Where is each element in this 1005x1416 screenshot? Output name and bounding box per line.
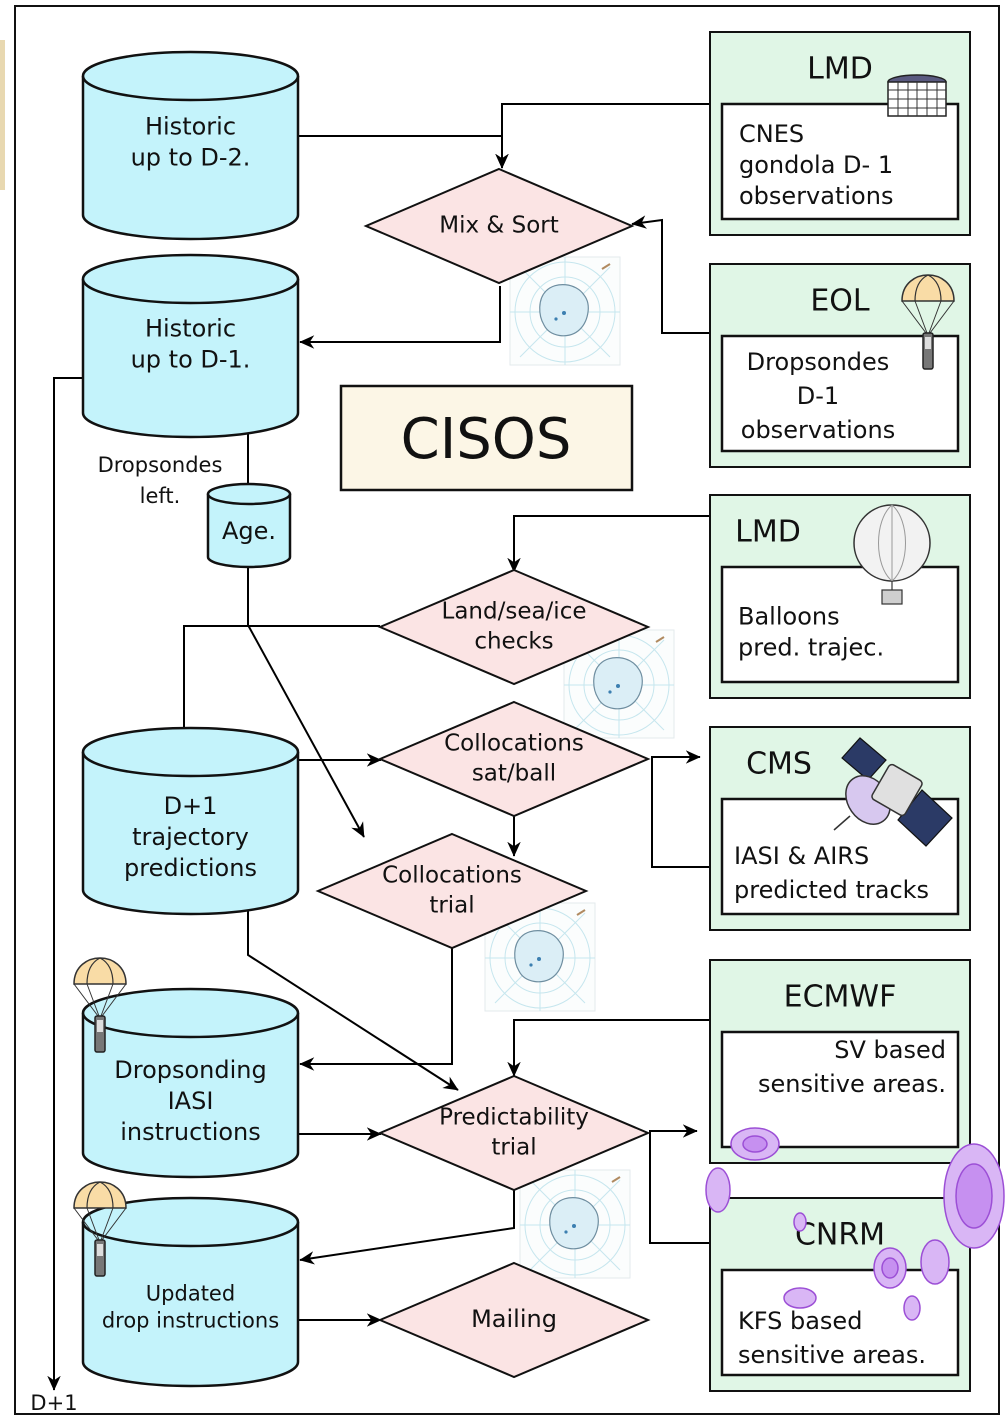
d-plus-1-label: D+1 <box>30 1391 77 1415</box>
connectors <box>47 103 710 1391</box>
gondola-icon <box>887 74 947 117</box>
source-lmd-balloons-text-line-1: Balloons <box>738 603 840 631</box>
antarctica-map-icon <box>519 1169 631 1279</box>
database-historic-d1-label-line-1: Historic <box>145 315 236 343</box>
decision-coll-sat-ball-label-line-2: sat/ball <box>472 761 556 787</box>
database-dropsonding-label-line-2: IASI <box>168 1087 214 1115</box>
decision-land-sea-ice-label-line-2: checks <box>474 629 553 655</box>
database-historic-d1: Historic up to D-1. <box>81 253 300 439</box>
database-updated-label-line-2: drop instructions <box>102 1309 279 1333</box>
decision-mix-sort-label-line-1: Mix & Sort <box>439 213 559 239</box>
database-updated-label-line-1: Updated <box>146 1282 235 1306</box>
source-lmd-cnes-text-line-3: observations <box>739 182 893 210</box>
source-ecmwf-text-line-2: sensitive areas. <box>758 1070 946 1098</box>
database-trajectory: D+1 trajectory predictions <box>81 726 300 916</box>
title-text: CISOS <box>401 407 572 472</box>
database-historic-d1-label-line-2: up to D-1. <box>131 346 251 374</box>
database-historic-d2-label-line-1: Historic <box>145 113 236 141</box>
source-cnrm-text-line-1: KFS based <box>738 1307 862 1335</box>
source-cms-text-line-2: predicted tracks <box>734 876 929 904</box>
database-trajectory-label-line-2: trajectory <box>132 823 249 851</box>
source-eol-header: EOL <box>810 284 870 319</box>
dropsondes-left-label-1: Dropsondes <box>98 453 223 477</box>
source-cnrm-header: CNRM <box>795 1218 885 1253</box>
source-lmd-cnes: LMD CNES gondola D- 1 observations <box>709 31 971 236</box>
dropsondes-left-label-2: left. <box>140 484 181 508</box>
database-historic-d2-label-line-2: up to D-2. <box>131 144 251 172</box>
cisos-title: CISOS <box>339 384 634 492</box>
sensitive-area-contours <box>705 1127 1005 1321</box>
decision-coll-trial-label-line-1: Collocations <box>382 863 522 889</box>
source-lmd-balloons: LMD Balloons pred. trajec. <box>709 494 971 699</box>
decision-mailing-label-line-1: Mailing <box>471 1305 557 1333</box>
decision-coll-trial: Collocations trial <box>315 832 589 950</box>
source-eol-text-line-1: Dropsondes <box>747 348 890 376</box>
source-cnrm: CNRM KFS based sensitive areas. <box>709 1197 971 1392</box>
database-dropsonding-label-line-3: instructions <box>120 1118 261 1146</box>
source-ecmwf-header: ECMWF <box>784 980 897 1015</box>
source-cms-header: CMS <box>746 747 812 782</box>
source-lmd-cnes-header: LMD <box>807 52 873 87</box>
source-ecmwf-text-line-1: SV based <box>834 1036 946 1064</box>
decision-mix-sort: Mix & Sort <box>363 167 635 285</box>
decision-coll-sat-ball-label-line-1: Collocations <box>444 731 584 757</box>
outer-frame <box>14 5 1000 1415</box>
database-dropsonding-label-line-1: Dropsonding <box>114 1056 266 1084</box>
database-trajectory-label-line-1: D+1 <box>164 792 218 820</box>
antarctica-map-icon <box>509 256 621 366</box>
source-eol-text-line-2: D-1 <box>797 382 839 410</box>
balloon-icon <box>853 504 931 605</box>
source-lmd-balloons-header: LMD <box>735 515 801 550</box>
database-updated: Updated drop instructions <box>81 1196 300 1388</box>
source-cnrm-text-line-2: sensitive areas. <box>738 1341 926 1369</box>
source-eol-text-line-3: observations <box>741 416 895 444</box>
decision-mailing: Mailing <box>377 1261 651 1379</box>
decision-predictability-label-line-1: Predictability <box>439 1105 589 1131</box>
satellite-icon <box>833 737 953 847</box>
left-accent-strip <box>0 40 5 190</box>
source-lmd-cnes-text-line-1: CNES <box>739 120 804 148</box>
decision-land-sea-ice-label-line-1: Land/sea/ice <box>442 599 587 625</box>
source-lmd-balloons-text-line-2: pred. trajec. <box>738 634 884 662</box>
database-age: Age. <box>206 482 292 569</box>
decision-predictability: Predictability trial <box>377 1074 651 1192</box>
source-lmd-cnes-text-line-2: gondola D- 1 <box>739 151 893 179</box>
database-historic-d2: Historic up to D-2. <box>81 50 300 241</box>
decision-predictability-label-line-2: trial <box>491 1135 536 1161</box>
source-cms-text-line-1: IASI & AIRS <box>734 842 869 870</box>
decision-coll-sat-ball: Collocations sat/ball <box>377 700 651 818</box>
database-age-label-line-1: Age. <box>222 517 276 545</box>
database-trajectory-label-line-3: predictions <box>124 854 257 882</box>
decision-land-sea-ice: Land/sea/ice checks <box>377 568 651 686</box>
decision-coll-trial-label-line-2: trial <box>429 893 474 919</box>
